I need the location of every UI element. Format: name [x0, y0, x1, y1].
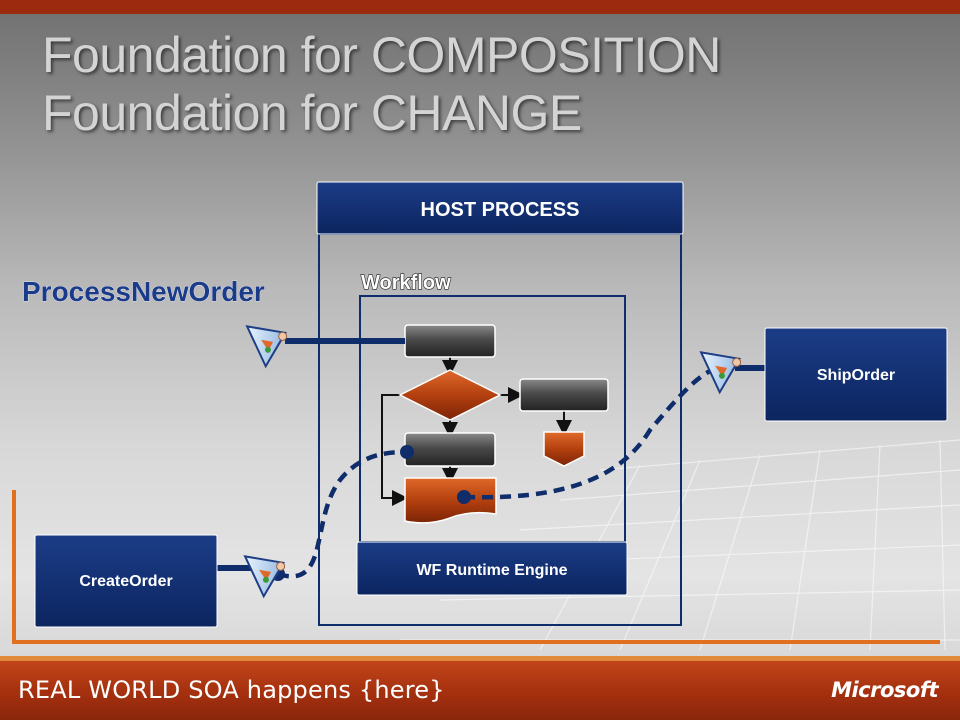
- slide-title: Foundation for COMPOSITION Foundation fo…: [42, 26, 721, 142]
- document-shape: [404, 477, 497, 524]
- workflow-label: Workflow: [361, 272, 451, 294]
- wcf-endpoint-icon: [243, 555, 286, 599]
- microsoft-logo: Microsoft: [831, 678, 938, 702]
- footer-bar: REAL WORLD SOA happens {here} Microsoft: [0, 656, 960, 720]
- footer-tagline: REAL WORLD SOA happens {here}: [18, 676, 445, 704]
- ship-order-label: ShipOrder: [817, 367, 895, 384]
- ship-order-dashed-connection: [463, 364, 721, 500]
- process-new-order-label: ProcessNewOrder: [22, 276, 265, 307]
- title-line-2: Foundation for CHANGE: [42, 85, 582, 141]
- decision-diamond: [398, 369, 502, 421]
- wcf-endpoint-icon: [699, 351, 742, 395]
- title-line-1: Foundation for COMPOSITION: [42, 27, 721, 83]
- host-process-label: HOST PROCESS: [421, 199, 580, 221]
- footer-stripe: [0, 656, 960, 661]
- create-order-dashed-connection: [277, 449, 408, 579]
- left-accent-bracket: [12, 490, 940, 644]
- tagline-bold: REAL WORLD SOA: [18, 676, 239, 704]
- runtime-engine-label: WF Runtime Engine: [416, 562, 567, 579]
- connector-dot: [400, 445, 414, 459]
- tagline-rest: happens {here}: [238, 676, 445, 704]
- activity-middle: [404, 432, 496, 467]
- host-process-header: [316, 181, 684, 235]
- runtime-engine-box: [356, 541, 628, 596]
- branch-end-shape: [543, 431, 585, 467]
- top-accent-bar: [0, 0, 960, 14]
- wcf-endpoint-icon: [245, 325, 288, 369]
- create-order-service: [34, 534, 218, 628]
- create-order-label: CreateOrder: [79, 573, 172, 590]
- activity-start: [404, 324, 496, 358]
- floor-grid: [400, 439, 960, 651]
- activity-branch: [519, 378, 609, 412]
- connector-dot: [457, 490, 471, 504]
- workflow-shapes: [381, 324, 609, 524]
- ship-order-service: [764, 327, 948, 422]
